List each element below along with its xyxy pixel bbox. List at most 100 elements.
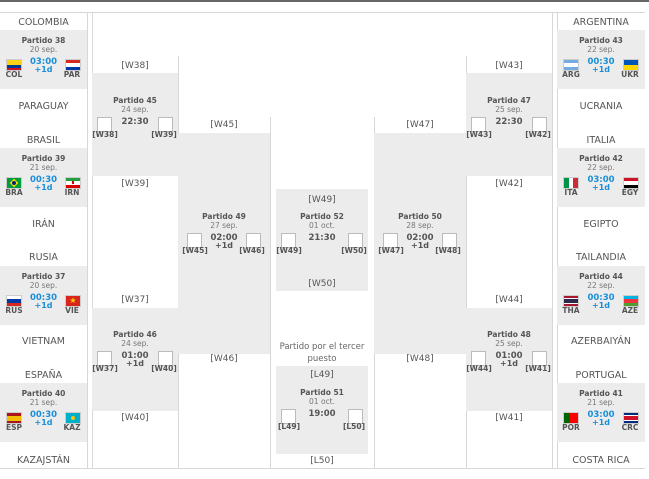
team-name-italia[interactable]: ITALIA xyxy=(586,135,616,146)
russia-flag-icon xyxy=(6,295,22,307)
egypt-flag-icon xyxy=(623,177,639,189)
team-code-a: THA xyxy=(562,306,580,315)
team-code-b: UKR xyxy=(621,70,639,79)
team-name-tailandia[interactable]: TAILANDIA xyxy=(575,252,627,263)
match-day-offset: +1d xyxy=(34,418,53,427)
match-day-offset: +1d xyxy=(411,241,429,250)
team-placeholder-b[interactable] xyxy=(158,117,173,132)
team-name-argentina[interactable]: ARGENTINA xyxy=(573,17,629,28)
team-name-azerbaiyan[interactable]: AZERBAIYÁN xyxy=(570,336,632,347)
team-placeholder-a[interactable] xyxy=(187,233,202,248)
team-placeholder-b[interactable] xyxy=(532,351,547,366)
slot-w43: [W43] xyxy=(495,61,523,71)
team-name-espana[interactable]: ESPAÑA xyxy=(24,370,63,381)
team-code-a: POR xyxy=(562,423,580,432)
match-time: 00:30 xyxy=(587,57,615,67)
match-day-offset: +1d xyxy=(500,359,518,368)
match-date: 25 sep. xyxy=(495,105,523,114)
team-placeholder-a[interactable] xyxy=(471,117,486,132)
match-day-offset: +1d xyxy=(34,65,53,74)
team-placeholder-b[interactable] xyxy=(348,233,363,248)
match-time: 22:30 xyxy=(121,117,149,127)
match-title: Partido 48 xyxy=(487,330,531,339)
match-title: Partido 45 xyxy=(113,96,157,105)
team-placeholder-b[interactable] xyxy=(442,233,457,248)
bracket-line xyxy=(92,12,93,469)
team-name-costarica[interactable]: COSTA RICA xyxy=(572,455,630,466)
argentina-flag-icon xyxy=(563,59,579,71)
match-title: Partido 40 xyxy=(21,389,66,398)
team-placeholder-a[interactable] xyxy=(97,351,112,366)
slot-w39: [W39] xyxy=(121,179,149,189)
match-date: 22 sep. xyxy=(587,281,615,290)
team-placeholder-a[interactable] xyxy=(471,351,486,366)
match-date: 21 sep. xyxy=(29,163,58,172)
team-placeholder-b[interactable] xyxy=(158,351,173,366)
match-time: 00:30 xyxy=(29,293,58,303)
match-date: 20 sep. xyxy=(29,45,58,54)
slot-w48: [W48] xyxy=(406,354,434,364)
azerbaijan-flag-icon xyxy=(623,295,639,307)
match-time: 00:30 xyxy=(587,293,615,303)
match-title: Partido 39 xyxy=(21,154,66,163)
match-title: Partido 42 xyxy=(579,154,623,163)
match-title: Partido 52 xyxy=(300,212,344,221)
team-name-ucrania[interactable]: UCRANIA xyxy=(579,101,623,112)
slot-w38: [W38] xyxy=(121,61,149,71)
match-date: 24 sep. xyxy=(121,339,149,348)
team-code-a: BRA xyxy=(5,188,23,197)
team-code-a: ARG xyxy=(562,70,580,79)
match-time: 01:00 xyxy=(121,351,149,361)
top-border xyxy=(0,0,649,2)
iran-flag-icon xyxy=(65,177,81,189)
team-name-vietnam[interactable]: VIETNAM xyxy=(22,336,65,347)
team-code-b: VIE xyxy=(65,306,79,315)
bracket-line xyxy=(0,468,645,469)
thailand-flag-icon xyxy=(563,295,579,307)
team-name-iran[interactable]: IRÁN xyxy=(32,219,55,230)
team-placeholder-b[interactable] xyxy=(348,409,363,424)
team-name-portugal[interactable]: PORTUGAL xyxy=(575,370,627,381)
slot-l50: [L50] xyxy=(310,456,334,466)
match-date: 25 sep. xyxy=(495,339,523,348)
team-placeholder-b[interactable] xyxy=(246,233,261,248)
team-slot-b: [W39] xyxy=(151,130,177,139)
match-date: 22 sep. xyxy=(587,163,615,172)
match-date: 21 sep. xyxy=(29,398,58,407)
team-slot-a: [W38] xyxy=(92,130,118,139)
team-name-kazajstan[interactable]: KAZAJSTÁN xyxy=(16,455,71,466)
team-slot-a: [L49] xyxy=(277,422,301,431)
team-name-colombia[interactable]: COLOMBIA xyxy=(18,17,69,28)
team-slot-b: [W46] xyxy=(239,246,265,255)
team-slot-a: [W44] xyxy=(466,364,492,373)
team-name-rusia[interactable]: RUSIA xyxy=(29,252,58,263)
match-date: 01 oct. xyxy=(309,221,335,230)
team-placeholder-a[interactable] xyxy=(281,233,296,248)
team-name-egipto[interactable]: EGIPTO xyxy=(583,219,619,230)
team-name-paraguay[interactable]: PARAGUAY xyxy=(18,101,69,112)
team-slot-a: [W43] xyxy=(466,130,492,139)
slot-w45: [W45] xyxy=(210,120,238,130)
team-placeholder-a[interactable] xyxy=(97,117,112,132)
team-placeholder-b[interactable] xyxy=(532,117,547,132)
match-day-offset: +1d xyxy=(126,359,144,368)
match-date: 27 sep. xyxy=(210,221,238,230)
team-name-brasil[interactable]: BRASIL xyxy=(26,135,61,146)
slot-w37: [W37] xyxy=(121,295,149,305)
team-code-b: IRN xyxy=(64,188,80,197)
team-code-a: RUS xyxy=(5,306,23,315)
match-day-offset: +1d xyxy=(215,241,233,250)
match-date: 28 sep. xyxy=(406,221,434,230)
match-day-offset: +1d xyxy=(592,65,610,74)
match-title: Partido 47 xyxy=(487,96,531,105)
match-time: 00:30 xyxy=(29,175,58,185)
team-placeholder-a[interactable] xyxy=(383,233,398,248)
match-title: Partido 38 xyxy=(21,36,66,45)
match-day-offset: +1d xyxy=(34,183,53,192)
slot-w50: [W50] xyxy=(308,279,336,289)
match-day-offset: +1d xyxy=(592,418,610,427)
team-slot-a: [W47] xyxy=(378,246,404,255)
team-placeholder-a[interactable] xyxy=(281,409,296,424)
slot-w47: [W47] xyxy=(406,120,434,130)
